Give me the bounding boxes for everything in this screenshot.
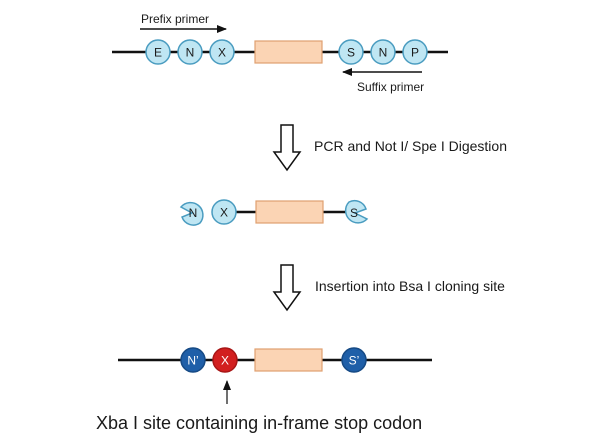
site-e: E [145, 39, 171, 65]
step1: PCR and Not I/ Spe I Digestion [272, 124, 507, 172]
insert-3 [254, 348, 323, 372]
step2-label: Insertion into Bsa I cloning site [315, 278, 505, 294]
cut-site-s-shape [344, 199, 369, 224]
step2: Insertion into Bsa I cloning site [272, 264, 505, 312]
site-n: N [177, 39, 203, 65]
site-e-circle [145, 39, 171, 65]
site-x-2-circle [211, 199, 237, 225]
suffix-primer-label: Suffix primer [357, 80, 424, 94]
site-s-prime-circle [341, 347, 367, 373]
site-n-circle [177, 39, 203, 65]
prefix-primer: Prefix primer [140, 12, 227, 33]
cut-site-n-label: N [189, 206, 198, 220]
row1-construct: Prefix primer E N X S N P Suff [112, 12, 448, 94]
site-n-right-circle [370, 39, 396, 65]
site-s-prime-label: S’ [349, 354, 360, 368]
site-s-prime: S’ [341, 347, 367, 373]
insert-1 [254, 40, 323, 64]
site-n-prime: N’ [180, 347, 206, 373]
site-n-label: N [186, 46, 195, 60]
site-e-label: E [154, 46, 162, 60]
site-x-label: X [218, 46, 226, 60]
site-s-circle [338, 39, 364, 65]
site-x: X [209, 39, 235, 65]
site-x-2: X [211, 199, 237, 225]
site-n-prime-label: N’ [187, 354, 198, 368]
cut-site-n: N [179, 201, 204, 226]
site-n-right-label: N [379, 46, 388, 60]
row3-construct: N’ X S’ Xba I site containing in-frame s… [96, 347, 432, 433]
site-n-prime-circle [180, 347, 206, 373]
site-p: P [402, 39, 428, 65]
site-x-stop-label: X [221, 354, 229, 368]
cut-site-s-label: S [350, 206, 358, 220]
prefix-primer-label: Prefix primer [141, 12, 209, 26]
suffix-primer: Suffix primer [342, 68, 424, 94]
row2-construct: N X S [179, 199, 369, 226]
site-x-circle [209, 39, 235, 65]
site-p-label: P [411, 46, 419, 60]
site-x-stop-circle [212, 347, 238, 373]
step1-label: PCR and Not I/ Spe I Digestion [314, 138, 507, 154]
cut-site-s: S [344, 199, 369, 224]
site-s: S [338, 39, 364, 65]
cut-site-n-shape [179, 201, 204, 226]
site-s-label: S [347, 46, 355, 60]
site-p-circle [402, 39, 428, 65]
insert-2 [255, 200, 324, 224]
site-n-right: N [370, 39, 396, 65]
step2-down-arrow [272, 264, 302, 312]
site-x-stop: X [212, 347, 238, 373]
step1-down-arrow [272, 124, 302, 172]
caption: Xba I site containing in-frame stop codo… [96, 413, 422, 433]
site-x-2-label: X [220, 206, 228, 220]
